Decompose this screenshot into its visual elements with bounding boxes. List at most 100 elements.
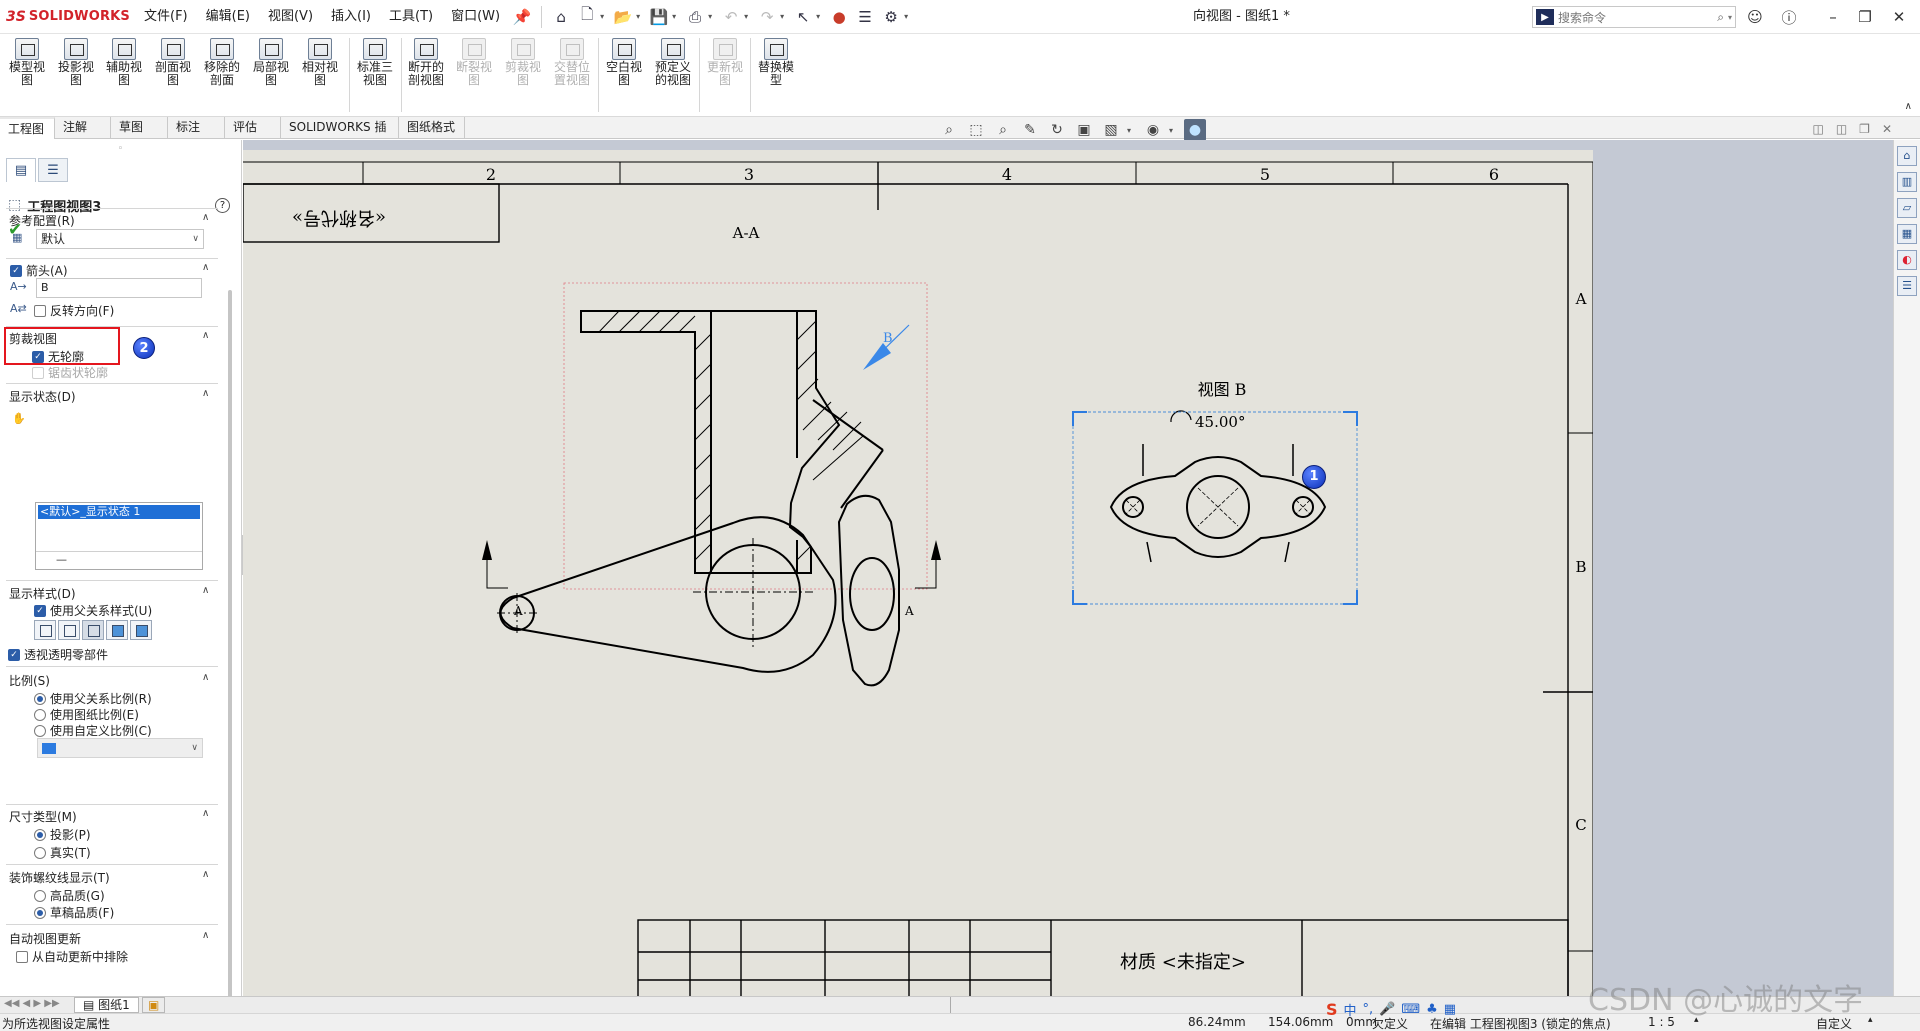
thread-draft-quality[interactable]: 草稿品质(F)	[34, 904, 114, 921]
collapse-chevron-icon[interactable]: ∧	[202, 330, 210, 341]
section-title-auto-update[interactable]: 自动视图更新	[9, 932, 82, 946]
relative-view-button[interactable]: 相对视图	[297, 38, 343, 87]
close-icon[interactable]: ✕	[1892, 8, 1906, 26]
use-parent-style-row[interactable]: ✓ 使用父关系样式(U)	[34, 602, 152, 619]
tab-markup[interactable]: 标注	[168, 117, 225, 139]
graphics-area[interactable]: 2 3 4 5 6 A B C «名称代号» A-A	[243, 140, 1893, 996]
chevron-down-icon[interactable]: ▾	[708, 12, 713, 21]
dim-type-true[interactable]: 真实(T)	[34, 844, 91, 861]
search-scope-icon[interactable]: ▶	[1536, 9, 1554, 25]
no-outline-row[interactable]: ✓ 无轮廓	[32, 348, 84, 365]
collapse-ribbon-icon[interactable]: ∧	[1904, 101, 1912, 112]
section-title-ref-config[interactable]: 参考配置(R)	[9, 214, 75, 228]
thread-high-quality[interactable]: 高品质(G)	[34, 887, 105, 904]
view-arrow-head[interactable]	[863, 343, 891, 370]
section-title-scale[interactable]: 比例(S)	[9, 674, 50, 688]
scale-option-sheet[interactable]: 使用图纸比例(E)	[34, 706, 139, 723]
transparent-components-checkbox[interactable]: ✓	[8, 648, 20, 661]
section-view-button[interactable]: 剖面视图	[150, 38, 196, 87]
hidden-lines-removed-style-icon[interactable]	[82, 620, 104, 640]
menu-view[interactable]: 视图(V)	[267, 8, 314, 24]
dim-type-projected[interactable]: 投影(P)	[34, 826, 91, 843]
chevron-down-icon[interactable]: ▾	[744, 12, 749, 21]
chevron-up-icon[interactable]: ▴	[1868, 1015, 1873, 1025]
collapse-chevron-icon[interactable]: ∧	[202, 930, 210, 941]
sketch-pencil-icon[interactable]: ✎	[1024, 122, 1036, 138]
arrow-label-input[interactable]: B	[36, 278, 202, 298]
menu-window[interactable]: 窗口(W)	[451, 8, 501, 24]
collapse-chevron-icon[interactable]: ∧	[202, 388, 210, 399]
save-icon[interactable]: 💾	[649, 7, 669, 26]
add-sheet-icon[interactable]: ▣	[142, 997, 166, 1013]
chevron-down-icon[interactable]: ▾	[1127, 125, 1132, 135]
use-parent-style-checkbox[interactable]: ✓	[34, 604, 46, 617]
new-document-icon[interactable]: 🗋	[581, 5, 594, 23]
help-icon[interactable]: ?	[215, 197, 230, 213]
empty-view-button[interactable]: 空白视图	[601, 38, 647, 87]
jagged-outline-checkbox[interactable]	[32, 366, 44, 379]
tab-sketch[interactable]: 草图	[111, 117, 168, 139]
display-style-icon[interactable]: ▣	[1077, 122, 1091, 138]
predefined-view-button[interactable]: 预定义的视图	[650, 38, 696, 87]
hide-show-items-icon[interactable]: ◉	[1146, 122, 1160, 138]
tab-annotation[interactable]: 注解	[55, 117, 111, 139]
reverse-direction-row[interactable]: 反转方向(F)	[34, 302, 114, 319]
chevron-down-icon[interactable]: ▾	[600, 12, 605, 21]
open-folder-icon[interactable]: 📂	[613, 7, 633, 26]
custom-scale-dropdown[interactable]: ∨	[37, 738, 203, 758]
ime-logo[interactable]: S	[1326, 1000, 1338, 1019]
ref-config-dropdown[interactable]: 默认 ∨	[36, 229, 204, 249]
ime-punctuation-icon[interactable]: °,	[1362, 1002, 1374, 1017]
break-view-button[interactable]: 断裂视图	[451, 38, 497, 87]
collapse-chevron-icon[interactable]: ∧	[202, 869, 210, 880]
section-title-display-state[interactable]: 显示状态(D)	[9, 390, 76, 404]
search-placeholder[interactable]: 搜索命令	[1558, 10, 1607, 25]
previous-view-icon[interactable]: ⌕	[999, 122, 1007, 138]
section-title-dim-type[interactable]: 尺寸类型(M)	[9, 810, 77, 824]
model-view-button[interactable]: 模型视图	[4, 38, 50, 87]
zoom-to-fit-icon[interactable]: ⌕	[945, 122, 953, 138]
exclude-auto-update-row[interactable]: 从自动更新中排除	[16, 948, 128, 965]
reverse-direction-checkbox[interactable]	[34, 304, 46, 317]
radio-button[interactable]	[34, 846, 46, 859]
shaded-with-edges-style-icon[interactable]	[106, 620, 128, 640]
radio-button[interactable]	[34, 828, 46, 841]
transparent-components-row[interactable]: ✓ 透视透明零部件	[8, 646, 108, 663]
section-title-crop-view[interactable]: 剪裁视图	[9, 332, 58, 346]
appearance-scene-icon[interactable]: ●	[1184, 119, 1206, 141]
collapse-chevron-icon[interactable]: ∧	[202, 585, 210, 596]
pin-icon[interactable]: 📌	[512, 7, 532, 26]
rebuild-traffic-light-icon[interactable]: ●	[832, 7, 846, 26]
update-view-button[interactable]: 更新视图	[702, 38, 748, 87]
radio-button[interactable]	[34, 889, 46, 902]
radio-button[interactable]	[34, 692, 46, 705]
scale-option-parent[interactable]: 使用父关系比例(R)	[34, 690, 152, 707]
ime-toolbox-icon[interactable]: ▦	[1443, 1002, 1457, 1017]
exclude-auto-update-checkbox[interactable]	[16, 950, 28, 963]
alternate-position-view-button[interactable]: 交替位置视图	[549, 38, 595, 87]
file-explorer-icon[interactable]: ▱	[1897, 198, 1917, 218]
ime-language-mode[interactable]: 中	[1343, 1004, 1357, 1019]
drawing-sheet[interactable]: 2 3 4 5 6 A B C «名称代号» A-A	[243, 150, 1593, 996]
custom-properties-icon[interactable]: ☰	[1897, 276, 1917, 296]
panel-scrollbar[interactable]	[228, 290, 232, 996]
view-b-bounding-box[interactable]	[1072, 411, 1358, 605]
standard-3-view-button[interactable]: 标准三视图	[352, 38, 398, 87]
chevron-down-icon[interactable]: ▾	[636, 12, 641, 21]
collapse-chevron-icon[interactable]: ∧	[202, 262, 210, 273]
ok-checkmark-icon[interactable]: ✔	[8, 220, 23, 240]
sheet-tab[interactable]: ▤ 图纸1	[74, 997, 139, 1013]
chevron-up-icon[interactable]: ▴	[1694, 1015, 1699, 1025]
menu-insert[interactable]: 插入(I)	[331, 8, 372, 24]
user-account-icon[interactable]: ☺	[1747, 8, 1763, 26]
chevron-down-icon[interactable]: ▾	[904, 12, 909, 21]
sheet-nav-arrows-icon[interactable]: ◀◀ ◀ ▶ ▶▶	[4, 998, 60, 1009]
chevron-down-icon[interactable]: ▾	[1727, 12, 1732, 22]
chevron-down-icon[interactable]: ▾	[816, 12, 821, 21]
status-scale[interactable]: 1 : 5	[1648, 1015, 1675, 1029]
no-outline-checkbox[interactable]: ✓	[32, 350, 44, 363]
tab-sheet-format[interactable]: 图纸格式	[399, 117, 465, 139]
select-cursor-icon[interactable]: ↖	[796, 7, 810, 26]
ime-voice-icon[interactable]: 🎤	[1379, 1002, 1396, 1017]
crop-view-button[interactable]: 剪裁视图	[500, 38, 546, 87]
